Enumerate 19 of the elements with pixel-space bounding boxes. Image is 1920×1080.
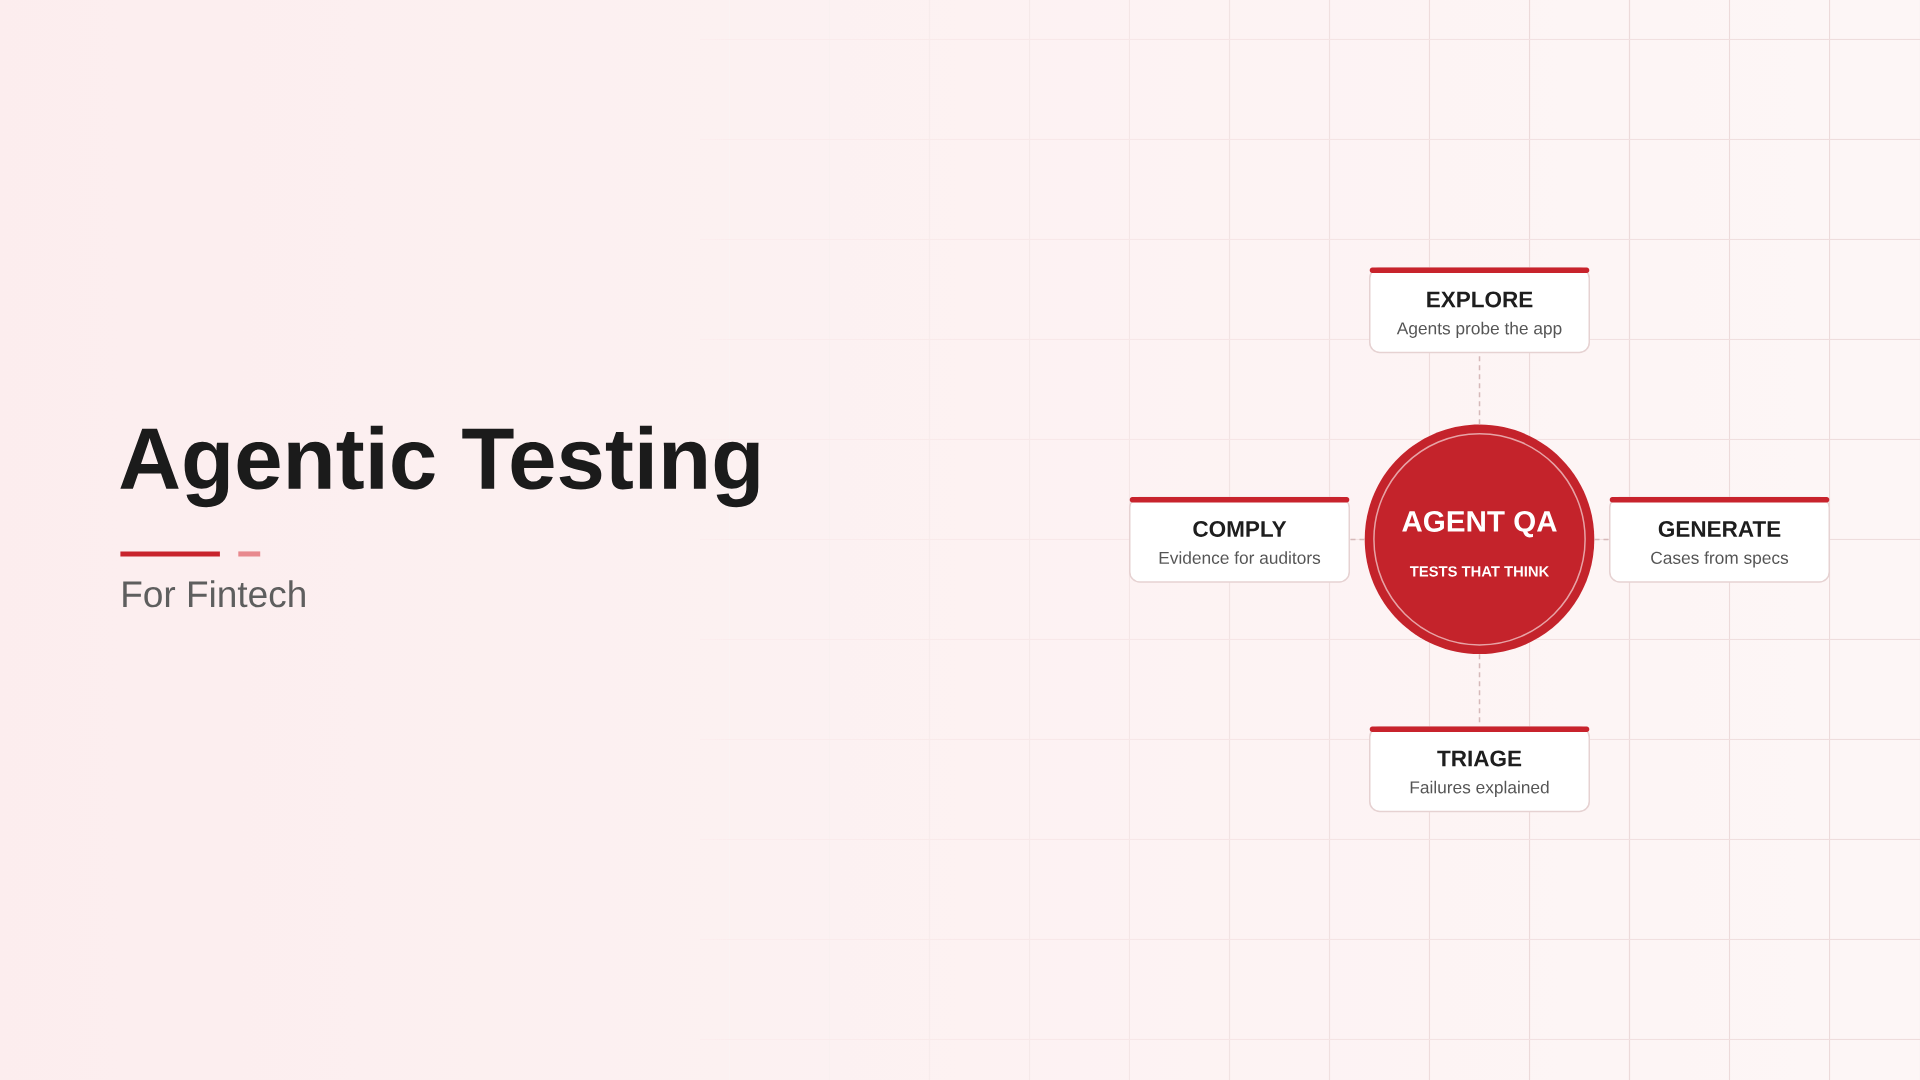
card: [1129, 496, 1350, 583]
connector-line: [1593, 538, 1610, 541]
card-description: Evidence for auditors: [1159, 551, 1321, 564]
card-description: Agents probe the app: [1396, 321, 1562, 338]
card-description: Cases from specs: [1651, 551, 1789, 568]
card-title: GENERATE: [1658, 521, 1781, 537]
card-title: TRIAGE: [1437, 750, 1522, 767]
card-title: EXPLORE: [1427, 291, 1533, 308]
card-description: Failures explained: [1410, 780, 1549, 797]
card: [1369, 726, 1590, 813]
connector-line: [1349, 538, 1366, 541]
hub-title: AGENT QA: [1402, 510, 1557, 538]
subtitle: For Fintech: [123, 580, 305, 608]
card: [1369, 267, 1590, 354]
card: [1609, 496, 1830, 583]
card-title: COMPLY: [1193, 521, 1287, 537]
title: Agentic Testing: [120, 425, 759, 508]
hub-subtitle: TESTS THAT THINK: [1409, 566, 1550, 577]
hub-circle: [1364, 424, 1595, 655]
